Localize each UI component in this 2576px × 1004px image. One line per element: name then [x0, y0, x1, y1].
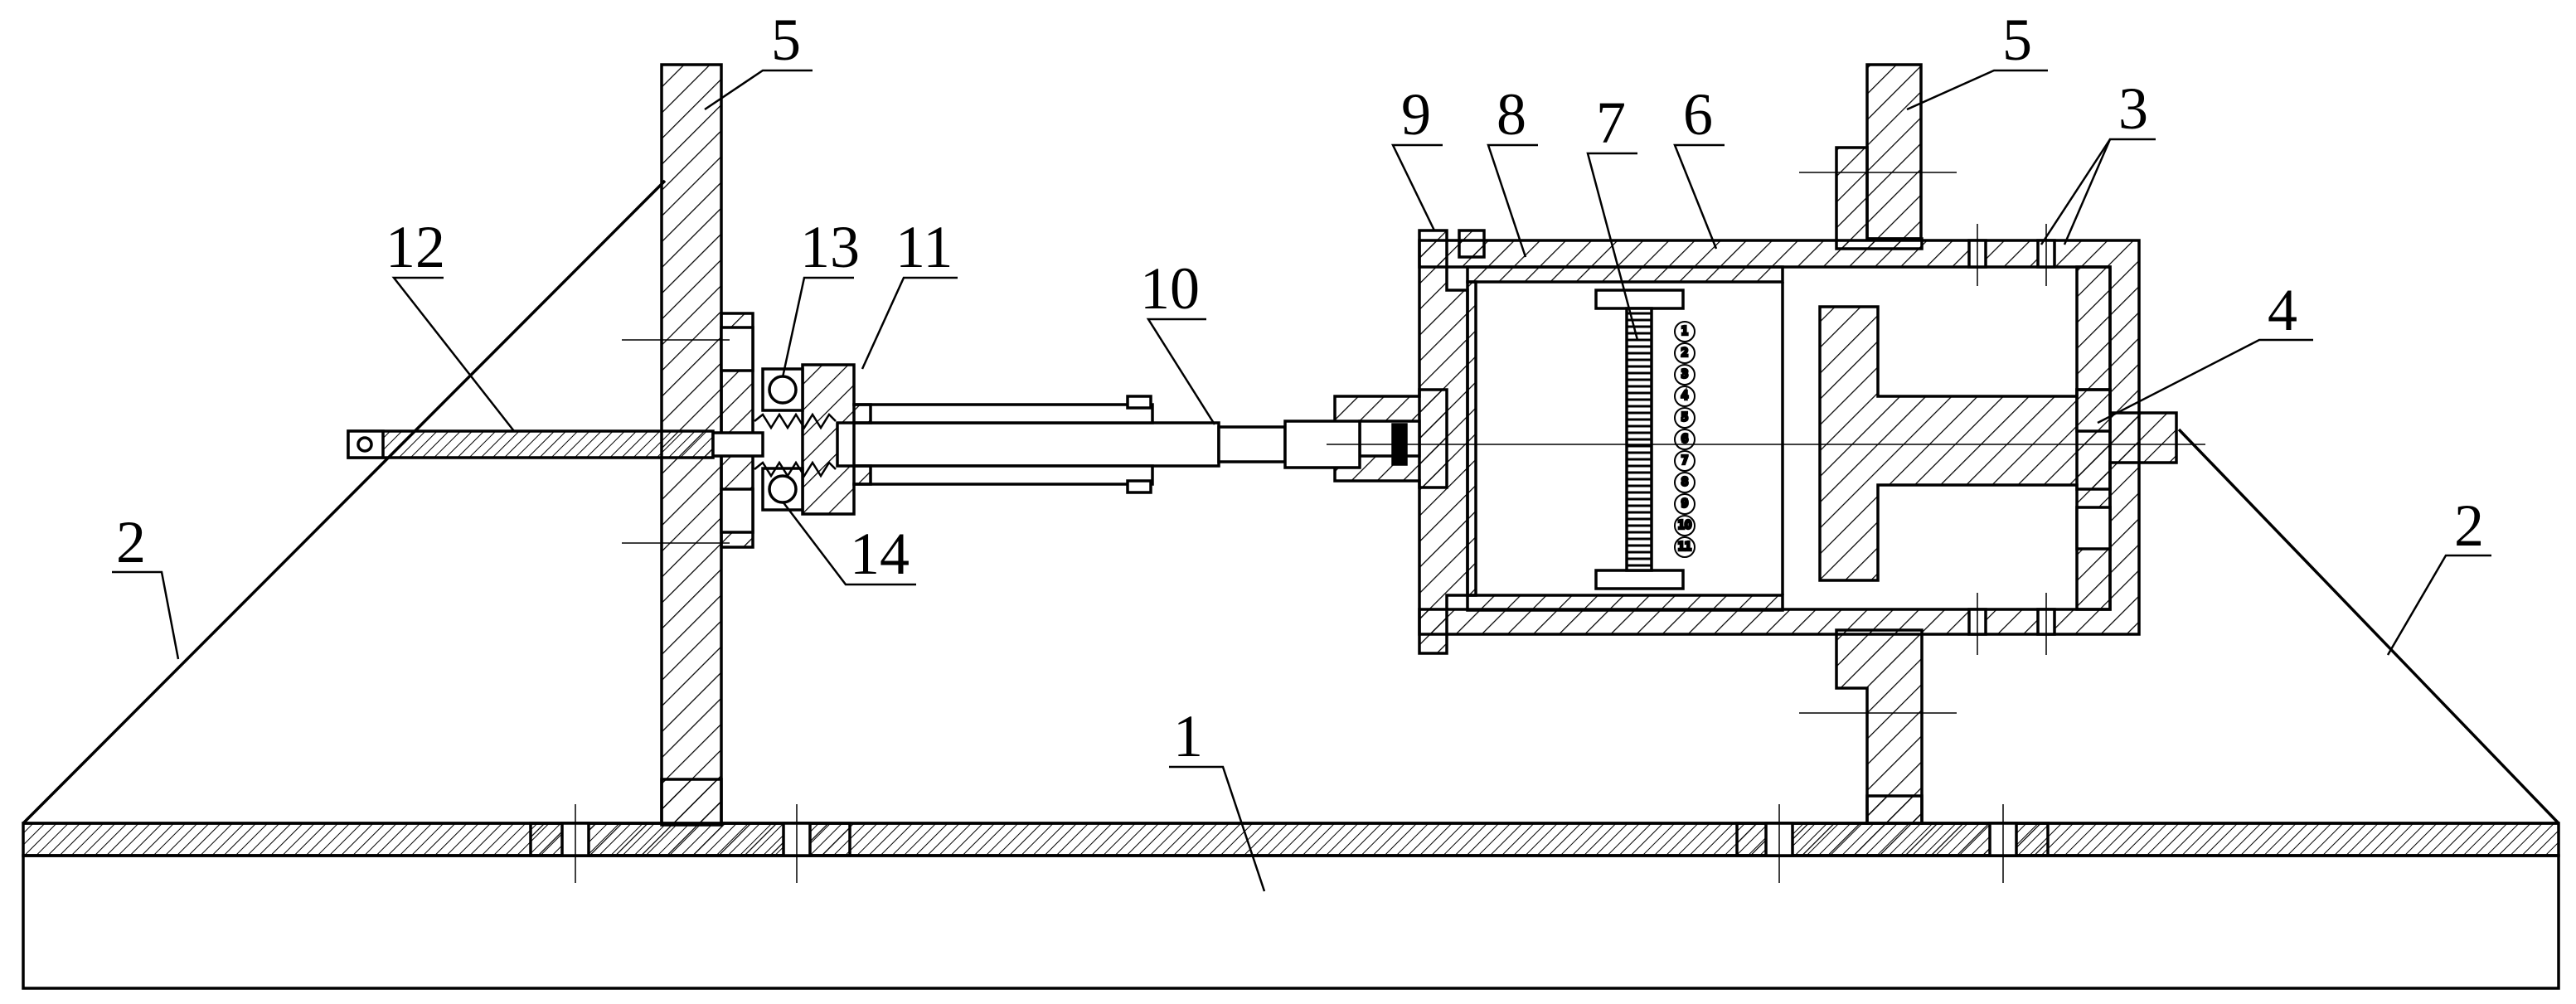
coil-number-11: 11: [1674, 536, 1696, 558]
leader-lines: [112, 69, 2491, 892]
label-2-right: 2: [2454, 492, 2484, 559]
label-11: 11: [895, 214, 953, 280]
coil-number-text: 8: [1681, 477, 1688, 489]
coil-number-column: 1 2 3 4 5 6 7 8 9 10 11: [1674, 321, 1696, 558]
coil-number-text: 7: [1681, 455, 1688, 468]
output-rod: [347, 429, 764, 459]
coil-stack: [1594, 289, 1685, 590]
coil-number-5: 5: [1674, 407, 1696, 429]
label-8: 8: [1497, 81, 1526, 148]
label-12: 12: [386, 214, 445, 280]
coil-number-text: 5: [1681, 412, 1688, 424]
label-13: 13: [800, 214, 860, 280]
coil-number-9: 9: [1674, 493, 1696, 515]
coil-number-text: 3: [1681, 369, 1688, 381]
lower-bearing: [761, 467, 804, 512]
label-3: 3: [2118, 75, 2148, 142]
coil-number-text: 9: [1681, 498, 1688, 511]
base-plate: [22, 822, 2560, 990]
label-1: 1: [1173, 703, 1203, 769]
right-stand: [1735, 63, 2050, 857]
coil-number-4: 4: [1674, 386, 1696, 407]
coil-number-7: 7: [1674, 450, 1696, 472]
coil-number-8: 8: [1674, 472, 1696, 493]
coil-number-1: 1: [1674, 321, 1696, 342]
label-5-right: 5: [2002, 7, 2032, 73]
part-labels: 1 2 2 3 4 5 5 6 7 8 9 10 11 12 13 14: [116, 7, 2484, 769]
label-6: 6: [1683, 81, 1713, 148]
inner-sleeve: [1466, 265, 1784, 612]
label-5-left: 5: [771, 7, 801, 73]
spring-elements: [754, 412, 837, 478]
coil-number-6: 6: [1674, 429, 1696, 450]
coil-number-text: 10: [1678, 520, 1692, 532]
coil-number-text: 2: [1681, 347, 1688, 360]
piston: [1818, 305, 2178, 582]
label-10: 10: [1140, 255, 1200, 322]
label-4: 4: [2268, 277, 2297, 343]
coil-number-text: 1: [1681, 326, 1688, 338]
coil-number-3: 3: [1674, 364, 1696, 386]
center-lines: [575, 172, 2205, 883]
label-14: 14: [850, 521, 910, 587]
label-2-left: 2: [116, 509, 146, 575]
connecting-rod: [852, 420, 1408, 469]
left-triangular-support: [22, 179, 667, 825]
coil-number-text: 11: [1678, 541, 1692, 554]
coil-number-text: 6: [1681, 434, 1688, 446]
guide-tube: [801, 363, 1154, 516]
coil-number-10: 10: [1674, 515, 1696, 536]
label-7: 7: [1596, 90, 1626, 156]
coil-number-text: 4: [1681, 390, 1688, 403]
label-9: 9: [1401, 81, 1431, 148]
right-triangular-support: [2177, 428, 2560, 825]
coil-number-2: 2: [1674, 342, 1696, 364]
